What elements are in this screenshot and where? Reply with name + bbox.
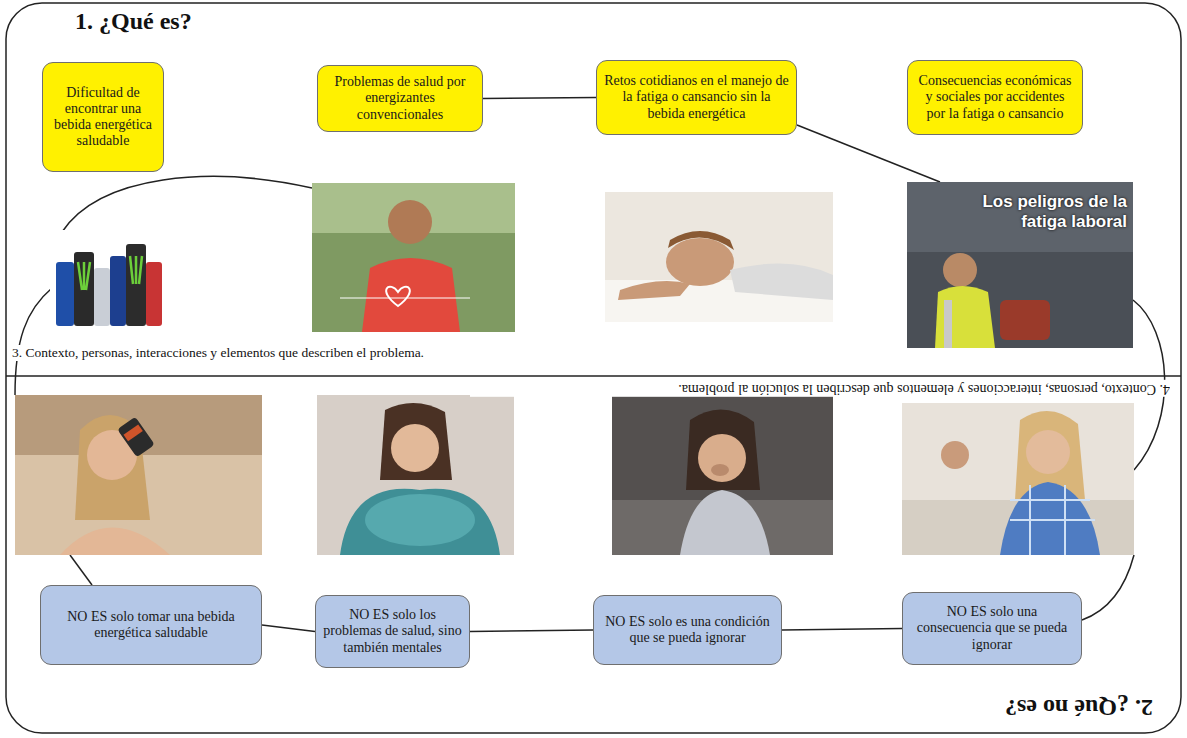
- box-text: Retos cotidianos en el manejo de la fati…: [604, 73, 789, 121]
- problem-box: Retos cotidianos en el manejo de la fati…: [596, 60, 797, 135]
- cans-photo: [50, 230, 165, 330]
- ignoring-photo: [902, 403, 1134, 555]
- section-title: 1. ¿Qué es?: [75, 7, 192, 36]
- drinking-photo: [15, 395, 262, 555]
- loop-line: [15, 125, 1165, 620]
- problem-box: Problemas de salud por energizantes conv…: [317, 65, 483, 132]
- box-text: Consecuencias económicas y sociales por …: [915, 73, 1075, 121]
- not-is-box: NO ES solo una consecuencia que se pueda…: [902, 592, 1082, 665]
- divider-line: [6, 375, 1181, 377]
- not-is-box: NO ES solo los problemas de salud, sino …: [315, 595, 470, 668]
- box-text: NO ES solo es una condición que se pueda…: [601, 614, 774, 646]
- tired-photo: [605, 192, 833, 322]
- box-text: Problemas de salud por energizantes conv…: [325, 74, 475, 122]
- connector-line: [262, 625, 315, 632]
- connector-line: [470, 630, 593, 632]
- not-is-box: NO ES solo tomar una bebida energética s…: [40, 585, 262, 665]
- health-photo: [312, 183, 515, 332]
- box-text: NO ES solo tomar una bebida energética s…: [48, 609, 254, 641]
- problem-box: Consecuencias económicas y sociales por …: [907, 60, 1083, 135]
- connector-line: [782, 629, 902, 631]
- section-caption: 3. Contexto, personas, interacciones y e…: [12, 345, 424, 361]
- photo-caption: Los peligros de la fatiga laboral: [955, 192, 1127, 233]
- yawning-photo: [612, 393, 833, 555]
- box-text: NO ES solo los problemas de salud, sino …: [323, 607, 462, 655]
- box-text: NO ES solo una consecuencia que se pueda…: [910, 604, 1074, 652]
- box-text: Dificultad de encontrar una bebida energ…: [50, 85, 156, 149]
- connector-line: [483, 98, 596, 99]
- work-fatigue-photo: [907, 182, 1133, 348]
- outer-frame: [6, 3, 1181, 733]
- mental-health-photo: [317, 395, 514, 555]
- problem-box: Dificultad de encontrar una bebida energ…: [42, 62, 164, 172]
- section-caption: 4. Contexto, personas, interacciones y e…: [470, 380, 1170, 397]
- not-is-box: NO ES solo es una condición que se pueda…: [593, 595, 782, 665]
- section-title: 2. ¿Qué no es?: [928, 693, 1153, 722]
